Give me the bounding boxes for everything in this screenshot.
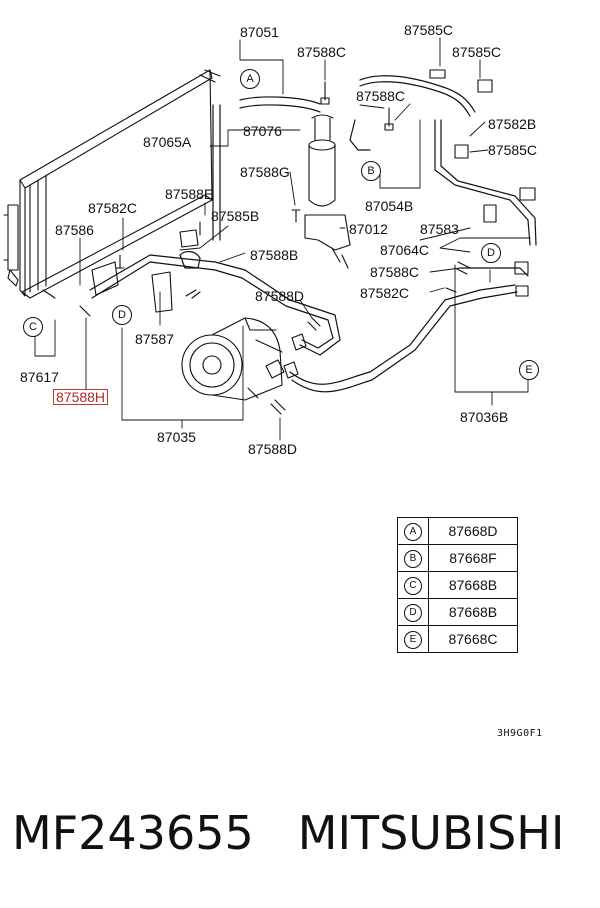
legend-part: 87668B — [428, 598, 518, 626]
callout-e: E — [519, 360, 539, 380]
bolts — [42, 81, 471, 415]
part-label-87588G: 87588G — [240, 164, 290, 180]
part-label-87588C: 87588C — [356, 88, 406, 104]
part-label-87035: 87035 — [157, 429, 196, 445]
part-label-87076: 87076 — [243, 123, 282, 139]
legend-key: A — [404, 523, 422, 541]
part-label-87585C: 87585C — [452, 44, 502, 60]
callout-d: D — [112, 305, 132, 325]
part-label-87588E: 87588E — [165, 186, 214, 202]
legend-part: 87668D — [428, 517, 518, 545]
legend-row: B 87668F — [397, 544, 518, 572]
part-label-87588D: 87588D — [248, 441, 298, 457]
part-label-87583: 87583 — [420, 221, 459, 237]
fittings — [91, 69, 536, 379]
part-label-87582B: 87582B — [488, 116, 537, 132]
diagram-linework — [3, 37, 537, 441]
legend-key: D — [404, 604, 422, 622]
part-label-87585B: 87585B — [211, 208, 260, 224]
legend-part: 87668F — [428, 544, 518, 572]
part-label-87054B: 87054B — [365, 198, 414, 214]
part-label-87036B: 87036B — [460, 409, 509, 425]
leader-lines — [34, 37, 531, 441]
legend-row: E 87668C — [397, 625, 518, 653]
legend-key: E — [404, 631, 422, 649]
legend-part: 87668C — [428, 625, 518, 653]
callout-b: B — [361, 161, 381, 181]
part-label-87051: 87051 — [240, 24, 279, 40]
callout-c: C — [23, 317, 43, 337]
legend-part: 87668B — [428, 571, 518, 599]
part-number: MF243655 — [12, 806, 254, 860]
part-label-87585C: 87585C — [404, 22, 454, 38]
callout-d: D — [481, 243, 501, 263]
part-label-87587: 87587 — [135, 331, 174, 347]
legend-row: A 87668D — [397, 517, 518, 545]
part-label-87012: 87012 — [349, 221, 388, 237]
part-label-87586: 87586 — [55, 222, 94, 238]
part-label-87582C: 87582C — [360, 285, 410, 301]
callout-legend-table: A 87668D B 87668F C 87668B D 87668B E 87… — [397, 517, 518, 653]
part-label-87588C: 87588C — [297, 44, 347, 60]
part-label-87582C: 87582C — [88, 200, 138, 216]
legend-row: D 87668B — [397, 598, 518, 626]
part-label-87064C: 87064C — [380, 242, 430, 258]
legend-key: C — [404, 577, 422, 595]
legend-row: C 87668B — [397, 571, 518, 599]
part-label-87588H-highlighted[interactable]: 87588H — [53, 389, 109, 405]
part-label-87585C: 87585C — [488, 142, 538, 158]
part-label-87588D: 87588D — [255, 288, 305, 304]
hose-lines — [89, 75, 537, 393]
part-label-87617: 87617 — [20, 369, 59, 385]
compressor-drawing — [181, 317, 285, 401]
diagram-reference-code: 3H9G0F1 — [497, 728, 543, 739]
part-label-87588C: 87588C — [370, 264, 420, 280]
footer-caption: MF243655 MITSUBISHI — [12, 806, 564, 860]
part-label-87065A: 87065A — [143, 134, 192, 150]
brand-name: MITSUBISHI — [297, 806, 565, 860]
condenser-drawing — [3, 69, 221, 299]
part-label-87588B: 87588B — [250, 247, 299, 263]
receiver-drier-drawing — [304, 114, 351, 269]
callout-a: A — [240, 69, 260, 89]
parts-diagram: 87051 87588C 87585C 87585C 87588C 87582B… — [3, 22, 539, 457]
legend-key: B — [404, 550, 422, 568]
